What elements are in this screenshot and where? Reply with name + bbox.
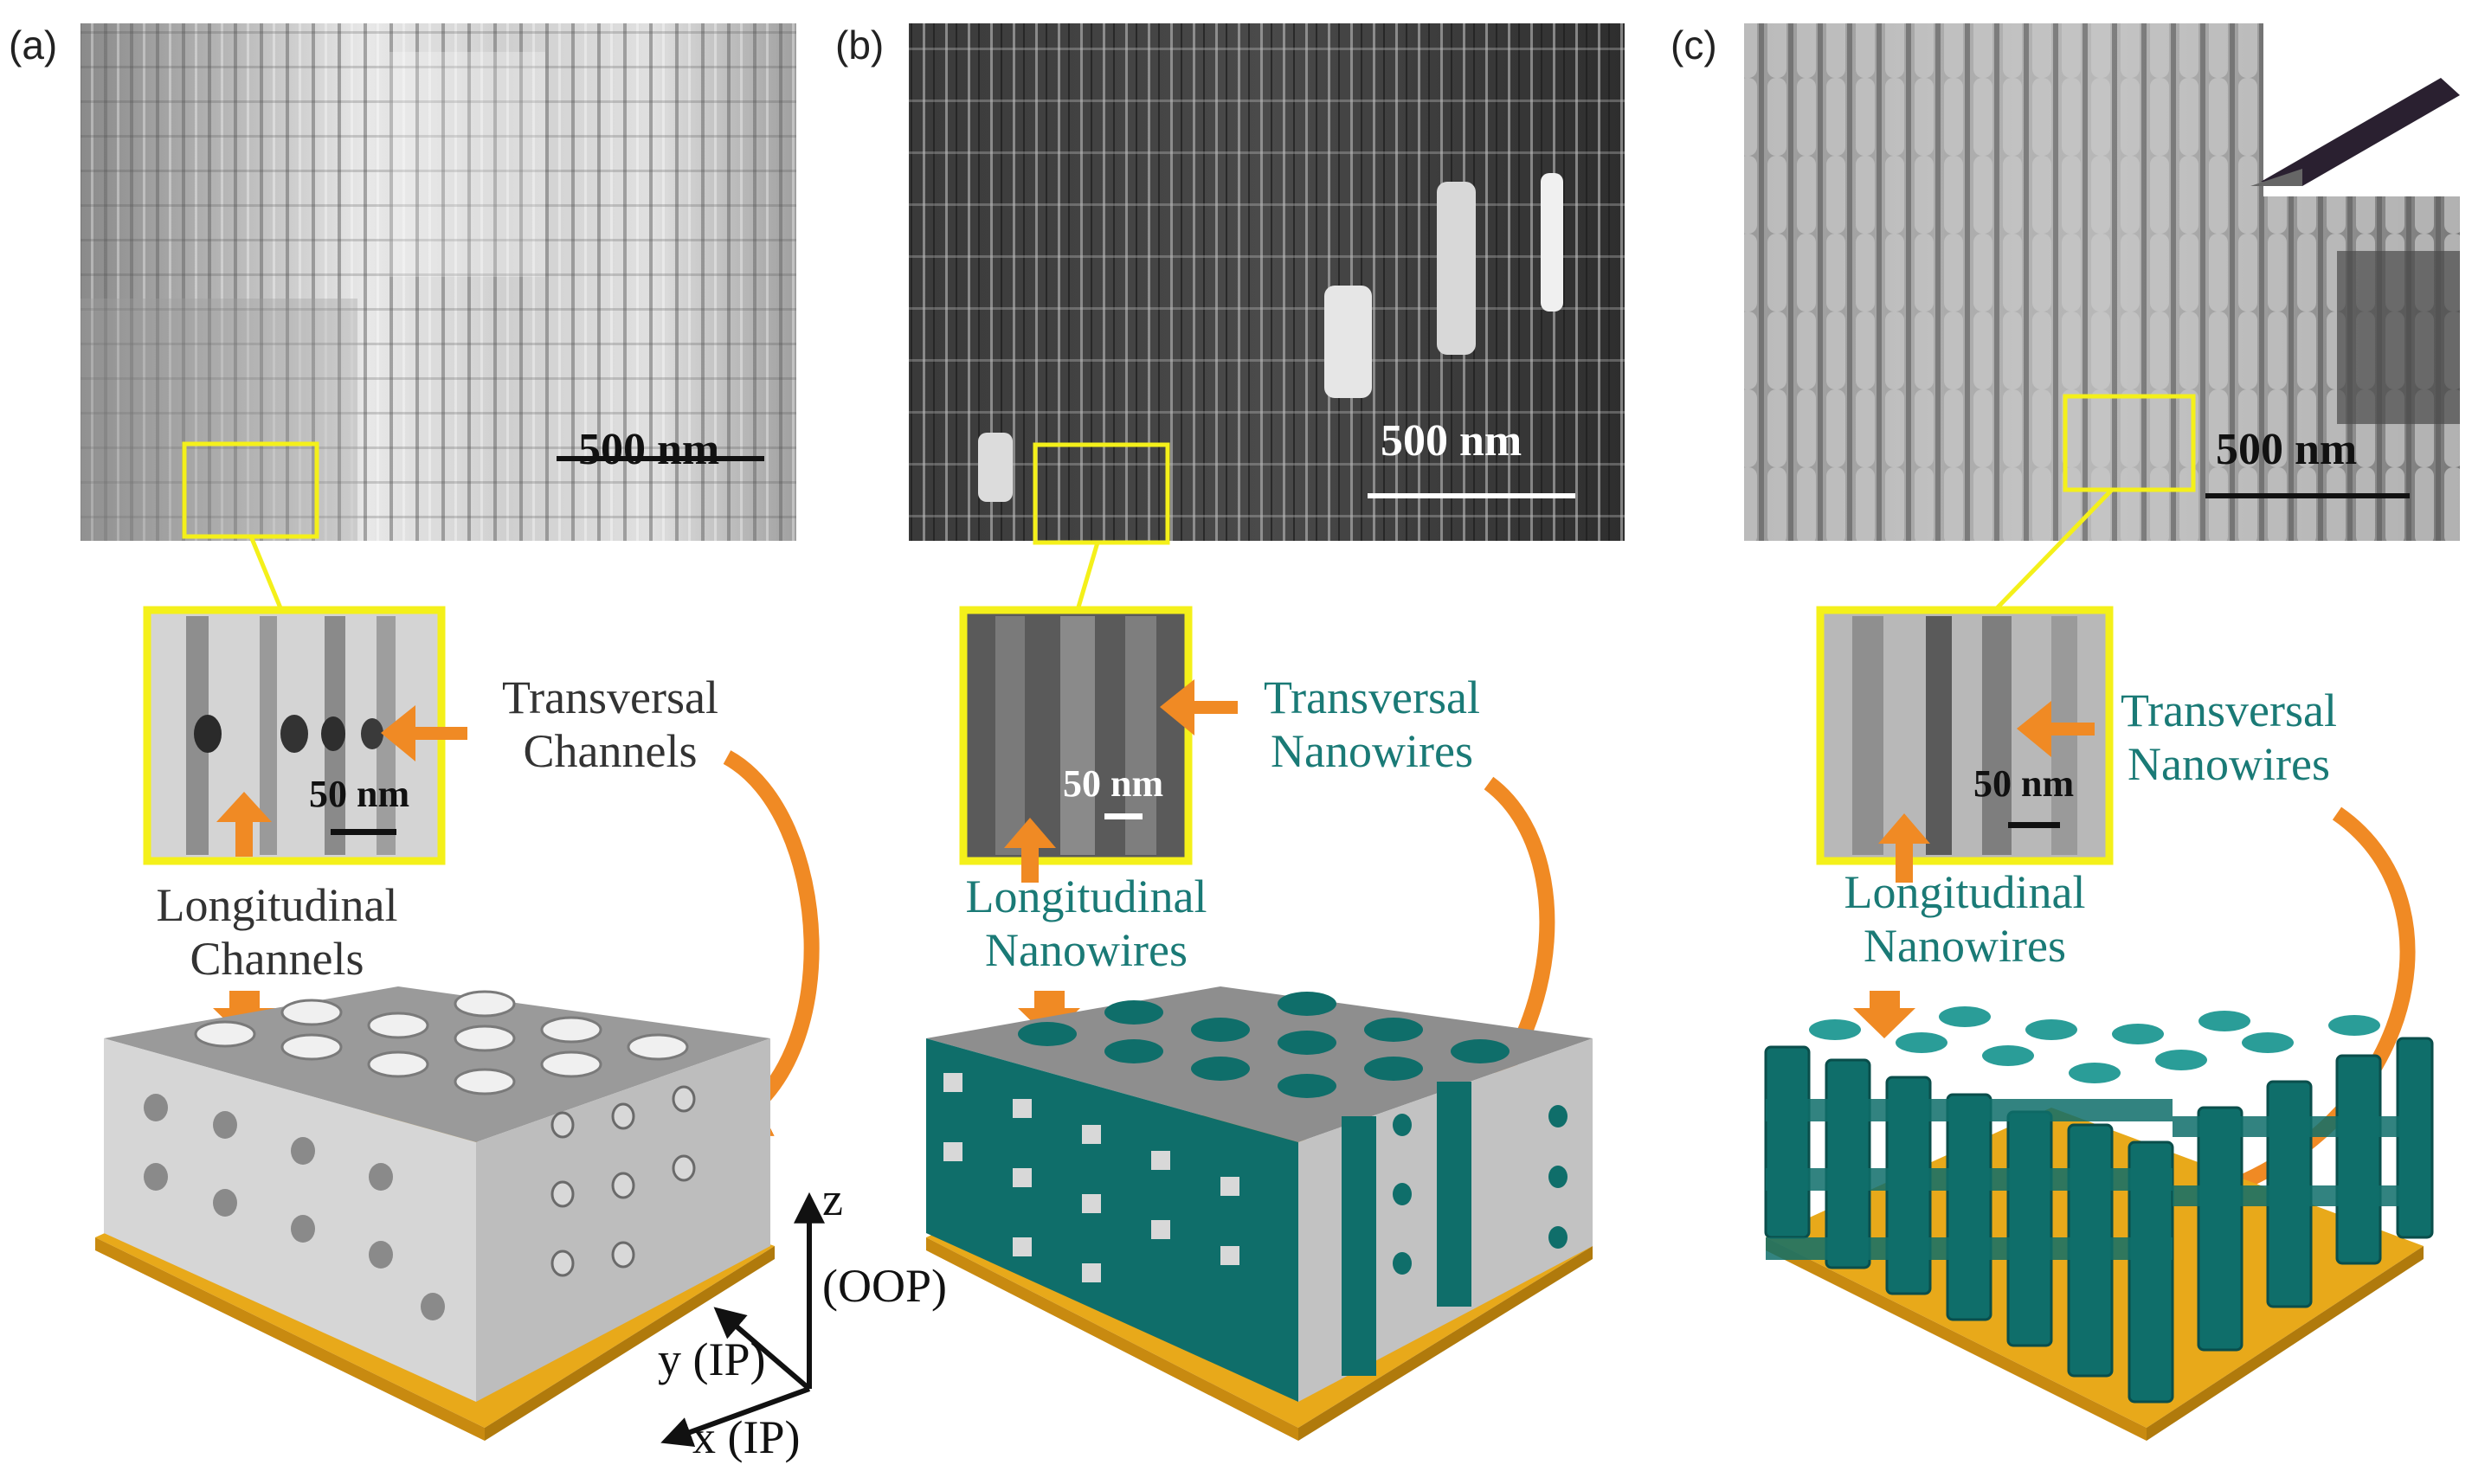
- axes-triad: [660, 1192, 825, 1448]
- curved-arrow-c: [2139, 806, 2416, 1230]
- panel-label-b: (b): [835, 22, 885, 67]
- block-membrane-a: [95, 986, 775, 1441]
- scale-label-c: 500 nm: [2216, 425, 2358, 474]
- panel-label-c: (c): [1671, 22, 1717, 67]
- scale-label-a: 500 nm: [578, 425, 720, 474]
- axis-label-z-sub: (OOP): [822, 1260, 947, 1312]
- label-longitudinal-a-line2: Channels: [190, 933, 364, 985]
- label-transversal-a-line2: Channels: [523, 725, 698, 777]
- scale-bar-a: [557, 456, 764, 461]
- zoom-box-c: [2063, 394, 2196, 492]
- sem-image-c: [1744, 23, 2460, 541]
- axis-label-z: z: [822, 1173, 843, 1225]
- zoom-scale-c: 50 nm: [1973, 762, 2075, 805]
- label-transversal-c-line2: Nanowires: [2128, 738, 2330, 790]
- zoom-box-a: [182, 441, 319, 539]
- zoom-inset-b: [959, 606, 1193, 865]
- arrow-transversal-c: [2017, 701, 2095, 757]
- arrow-longitudinal-a: [216, 792, 272, 857]
- label-longitudinal-c-line1: Longitudinal: [1844, 866, 2086, 918]
- arrow-transversal-b: [1160, 679, 1238, 736]
- axis-label-y: y (IP): [658, 1333, 766, 1385]
- zoom-inset-c: [1816, 606, 2114, 865]
- sem-image-a: [80, 23, 796, 541]
- label-longitudinal-c: Longitudinal Nanowires: [1822, 865, 2108, 973]
- arrow-longitudinal-c: [1878, 813, 1930, 883]
- label-transversal-c-line1: Transversal: [2121, 684, 2337, 736]
- arrow-down-b: [1018, 991, 1080, 1038]
- label-transversal-a-line1: Transversal: [502, 671, 718, 723]
- arrow-transversal-a: [381, 705, 467, 761]
- label-longitudinal-b: Longitudinal Nanowires: [943, 870, 1229, 977]
- label-transversal-b: Transversal Nanowires: [1246, 671, 1497, 778]
- block-nanowire-network-c: [1764, 1006, 2434, 1441]
- scale-label-b: 500 nm: [1381, 416, 1522, 466]
- label-longitudinal-a: Longitudinal Channels: [143, 878, 411, 986]
- label-longitudinal-b-line2: Nanowires: [985, 924, 1188, 976]
- scale-bar-b: [1368, 493, 1575, 498]
- label-transversal-b-line1: Transversal: [1264, 671, 1480, 723]
- arrow-down-c: [1853, 991, 1915, 1038]
- y-axis: [713, 1307, 811, 1391]
- label-longitudinal-b-line1: Longitudinal: [965, 870, 1207, 922]
- panel-label-a: (a): [9, 22, 58, 67]
- label-longitudinal-a-line1: Longitudinal: [156, 879, 398, 931]
- sem-image-b: [909, 23, 1625, 541]
- label-longitudinal-c-line2: Nanowires: [1864, 920, 2066, 972]
- label-transversal-c: Transversal Nanowires: [2103, 684, 2354, 791]
- axis-label-x: x (IP): [692, 1411, 801, 1463]
- scale-bar-c: [2205, 493, 2410, 498]
- label-transversal-b-line2: Nanowires: [1271, 725, 1473, 777]
- label-transversal-a: Transversal Channels: [485, 671, 736, 778]
- zoom-scale-a: 50 nm: [309, 773, 410, 815]
- arrow-longitudinal-b: [1004, 818, 1056, 883]
- zoom-box-b: [1033, 442, 1170, 545]
- block-composite-b: [926, 986, 1593, 1441]
- zoom-scale-b: 50 nm: [1063, 762, 1164, 805]
- x-axis: [660, 1386, 811, 1448]
